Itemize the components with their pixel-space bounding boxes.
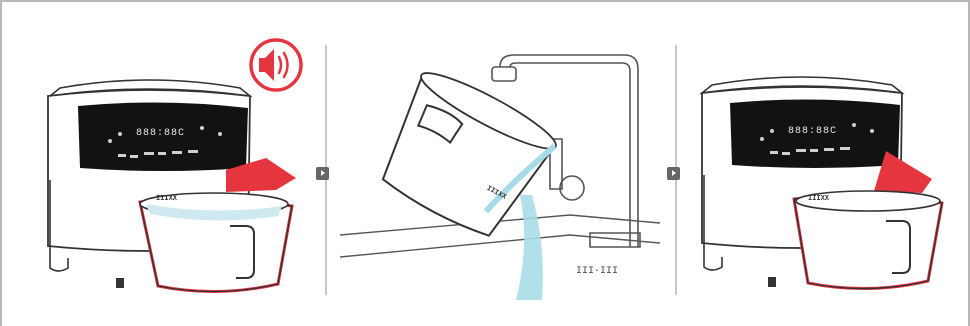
sink-mark: III·III [576,266,618,277]
speaker-sound-icon [251,40,301,90]
water-stream [516,195,543,300]
basket-brand: IIIXX [808,195,830,203]
display-readout: 888:88C [788,126,837,137]
display-readout: 888:88C [136,128,185,139]
panel-return-basket: 888:88C IIIXX [690,55,960,315]
next-step-arrow-icon [316,167,329,180]
panel-pull-basket: 888:88C IIIXX [30,30,310,310]
next-step-arrow-icon [667,167,680,180]
basket-brand: IIIXX [156,195,178,203]
panel-rinse-basket: III·III IIIXX [340,45,660,300]
